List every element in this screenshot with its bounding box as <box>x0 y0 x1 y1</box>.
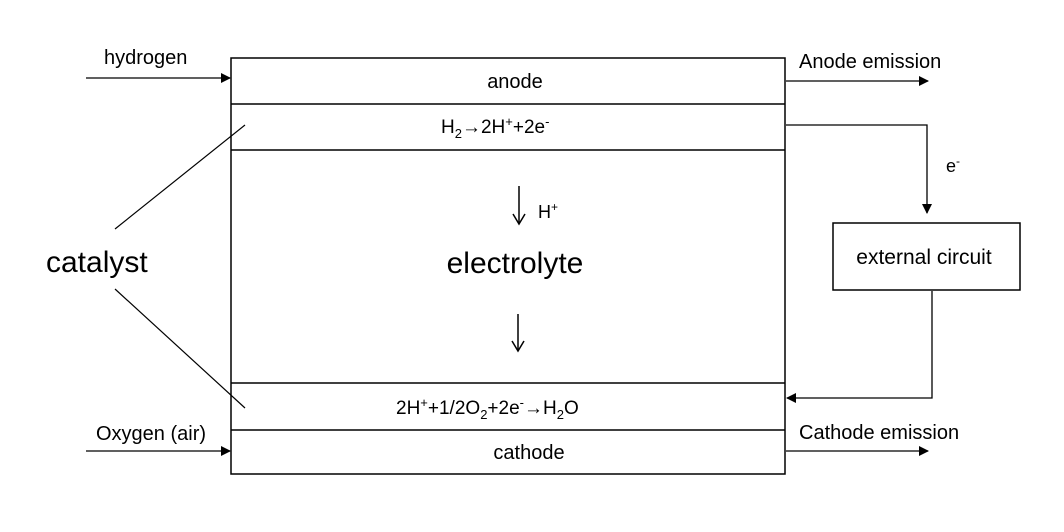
cathode-reaction-half-o: +1/2O <box>428 398 480 419</box>
cathode-emission-label: Cathode emission <box>799 422 959 444</box>
electrolyte-label: electrolyte <box>447 247 584 280</box>
h-plus-label: H+ <box>538 200 558 222</box>
proton-flow-arrowhead-lower <box>511 340 525 353</box>
hydrogen-label: hydrogen <box>104 47 187 69</box>
electron-label-e: e <box>946 156 956 176</box>
h-plus-label-sup: + <box>551 200 558 214</box>
electron-flow-path-to-cathode <box>786 291 933 403</box>
anode-label: anode <box>487 71 543 93</box>
cathode-reaction-minus-sup: - <box>520 395 524 410</box>
catalyst-pointer-line-upper <box>114 124 246 230</box>
anode-emission-label: Anode emission <box>799 51 941 73</box>
anode-reaction-sub2: 2 <box>455 126 462 141</box>
external-circuit-label: external circuit <box>856 246 992 269</box>
cathode-reaction-sub2: 2 <box>480 407 487 422</box>
cathode-label: cathode <box>493 442 564 464</box>
cathode-reaction-sub2b: 2 <box>557 407 564 422</box>
cathode-reaction-equation: 2H++1/2O2+2e-→H2O <box>396 395 579 422</box>
proton-flow-arrowhead-upper <box>512 213 526 226</box>
catalyst-pointer-line-lower <box>114 288 246 409</box>
cathode-reaction-plus-sup: + <box>420 395 428 410</box>
external-circuit-box <box>832 222 1021 291</box>
cathode-reaction-o: O <box>564 398 579 419</box>
anode-reaction-equation: H2→2H++2e- <box>441 114 549 141</box>
anode-reaction-minus-sup: - <box>545 114 549 129</box>
electron-label-sup: - <box>956 154 960 168</box>
anode-reaction-h: H <box>441 117 455 138</box>
cathode-reaction-arrow: → <box>524 398 543 419</box>
cathode-reaction-2h: 2H <box>396 398 420 419</box>
cathode-reaction-h: H <box>543 398 557 419</box>
fuel-cell-outline <box>230 57 786 475</box>
anode-reaction-2h: 2H <box>481 117 505 138</box>
anode-reaction-2e: +2e <box>513 117 545 138</box>
anode-reaction-arrow: → <box>462 117 481 138</box>
h-plus-label-h: H <box>538 202 551 222</box>
catalyst-label: catalyst <box>46 246 148 279</box>
oxygen-air-label: Oxygen (air) <box>96 423 206 445</box>
electron-flow-path-to-circuit <box>786 124 932 214</box>
cathode-reaction-2e: +2e <box>487 398 519 419</box>
electron-label: e- <box>946 154 960 176</box>
anode-reaction-plus-sup: + <box>505 114 513 129</box>
